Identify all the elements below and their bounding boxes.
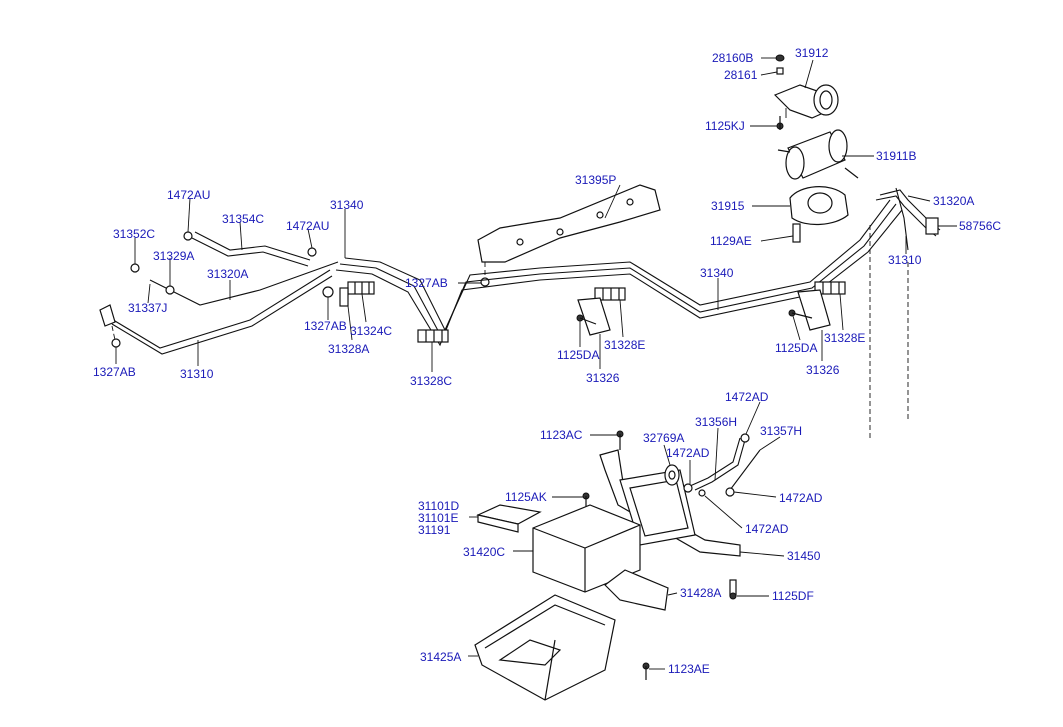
label-28161[interactable]: 28161 (724, 68, 758, 82)
label-31428a[interactable]: 31428A (680, 586, 721, 600)
canister-31420c (532, 504, 641, 593)
filter-pad-31101d (476, 504, 542, 533)
label-31337j[interactable]: 31337J (128, 301, 167, 315)
bracket-31428a (604, 569, 669, 611)
label-31101d[interactable]: 31101D (418, 499, 459, 513)
label-31328c[interactable]: 31328C (410, 374, 452, 388)
label-31320a-left[interactable]: 31320A (207, 267, 248, 281)
clip-31328c (417, 329, 449, 343)
label-31352c[interactable]: 31352C (113, 227, 155, 241)
label-1472ad-d[interactable]: 1472AD (745, 522, 789, 536)
label-31310-right[interactable]: 31310 (888, 253, 922, 267)
label-1123ac[interactable]: 1123AC (540, 428, 583, 442)
label-1327ab-center[interactable]: 1327AB (304, 319, 347, 333)
label-1125kj[interactable]: 1125KJ (705, 119, 745, 133)
label-31425a[interactable]: 31425A (420, 650, 461, 664)
label-1327ab-left[interactable]: 1327AB (93, 365, 136, 379)
bolt-1123ac (616, 430, 624, 450)
label-28160b[interactable]: 28160B (712, 51, 753, 65)
label-1472au-b[interactable]: 1472AU (286, 219, 329, 233)
label-31329a[interactable]: 31329A (153, 249, 194, 263)
clip-bracket-31326-a (576, 287, 626, 336)
label-1472ad-b[interactable]: 1472AD (666, 446, 710, 460)
label-31450[interactable]: 31450 (787, 549, 821, 563)
label-31320a-right[interactable]: 31320A (933, 194, 974, 208)
label-31354c[interactable]: 31354C (222, 212, 264, 226)
label-31328e-b[interactable]: 31328E (824, 331, 865, 345)
label-31356h[interactable]: 31356H (695, 415, 737, 429)
hoses-31356h-31357h (683, 433, 761, 497)
label-1472au-a[interactable]: 1472AU (167, 188, 210, 202)
label-32769a[interactable]: 32769A (643, 431, 684, 445)
label-31340-mid[interactable]: 31340 (700, 266, 734, 280)
label-31420c[interactable]: 31420C (463, 545, 505, 559)
label-31101e[interactable]: 31101E (418, 511, 458, 525)
label-1472ad-a[interactable]: 1472AD (725, 390, 769, 404)
label-58756c[interactable]: 58756C (959, 219, 1001, 233)
bolt-1125kj (776, 116, 784, 130)
label-31340-left[interactable]: 31340 (330, 198, 364, 212)
label-1123ae[interactable]: 1123AE (668, 662, 710, 676)
fuel-line-31310-left (109, 269, 333, 355)
label-31357h[interactable]: 31357H (760, 424, 802, 438)
filter-clamp-31915 (789, 186, 849, 225)
label-1125df[interactable]: 1125DF (772, 589, 814, 603)
part-labels: 28160B 31912 28161 1125KJ 31911B 31395P … (93, 46, 1001, 676)
label-1125da-b[interactable]: 1125DA (775, 341, 817, 355)
label-1327ab-mid[interactable]: 1327AB (405, 276, 448, 290)
tray-31425a (474, 594, 616, 701)
grommet-32769a (664, 464, 680, 486)
label-31326-a[interactable]: 31326 (586, 371, 620, 385)
label-31912[interactable]: 31912 (795, 46, 829, 60)
clip-31328a (339, 281, 375, 307)
bolt-1123ae (642, 662, 650, 680)
label-31328e-a[interactable]: 31328E (604, 338, 645, 352)
bolt-1125df (729, 579, 737, 600)
label-1129ae[interactable]: 1129AE (710, 234, 752, 248)
label-31911b[interactable]: 31911B (876, 149, 916, 163)
label-1125da-a[interactable]: 1125DA (557, 348, 599, 362)
bracket-31395p (477, 184, 661, 287)
label-31326-b[interactable]: 31326 (806, 363, 840, 377)
label-1472ad-c[interactable]: 1472AD (779, 491, 823, 505)
leader-lines (115, 57, 957, 670)
fuel-filter (777, 129, 859, 180)
fuel-filter-bracket (773, 54, 839, 119)
hose-31354c (191, 231, 311, 267)
label-31395p[interactable]: 31395P (575, 173, 616, 187)
label-31324c[interactable]: 31324C (350, 324, 392, 338)
label-1125ak[interactable]: 1125AK (505, 490, 547, 504)
label-31915[interactable]: 31915 (711, 199, 745, 213)
label-31310-left[interactable]: 31310 (180, 367, 214, 381)
fuel-line-31340 (335, 199, 903, 347)
label-31191[interactable]: 31191 (418, 523, 451, 537)
fuel-line-right (869, 187, 941, 440)
clip-bracket-31326-b (788, 281, 846, 331)
bolt-1129ae (792, 223, 801, 243)
label-31328a[interactable]: 31328A (328, 342, 369, 356)
